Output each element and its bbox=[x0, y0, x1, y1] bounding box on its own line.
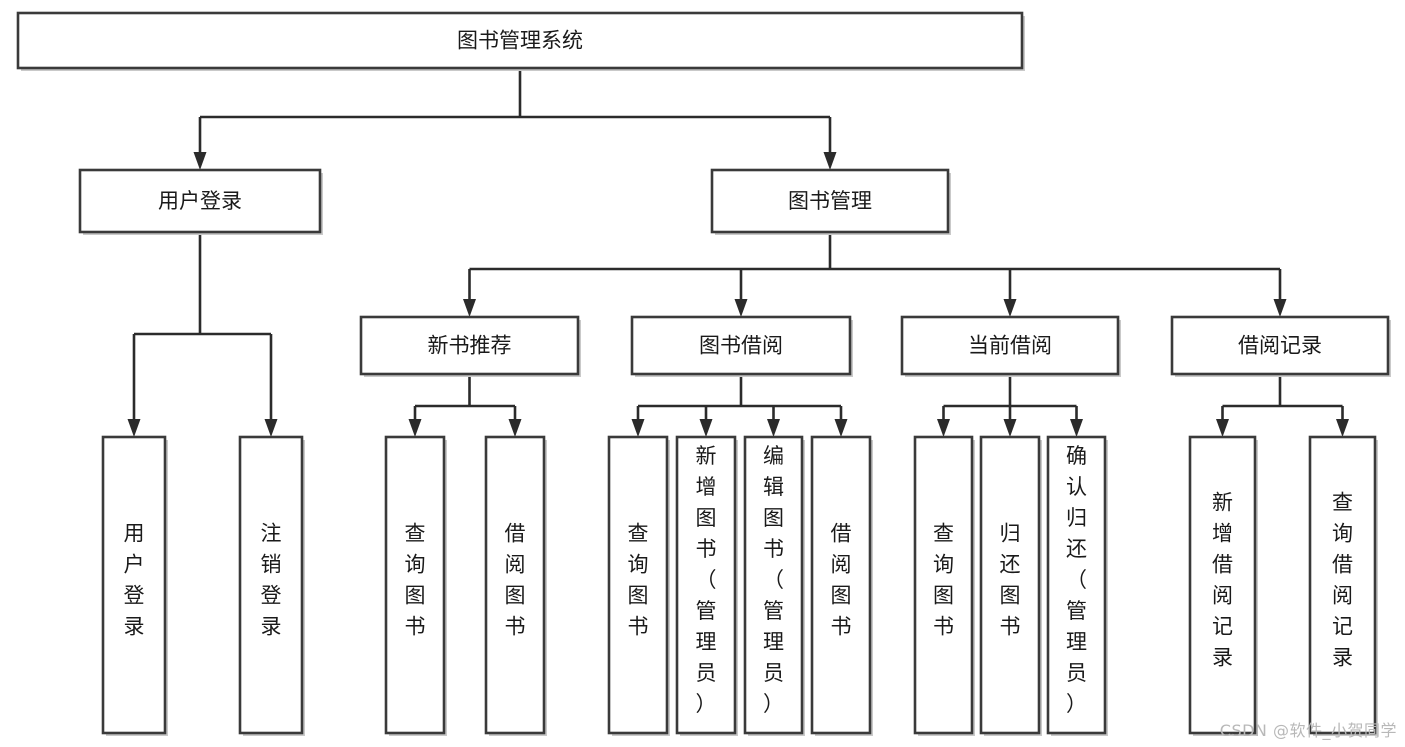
node-leaf-borrow-book-b-label: 借阅图书 bbox=[831, 522, 852, 639]
csdn-watermark: CSDN @软件_小贺同学 bbox=[1219, 721, 1397, 740]
node-leaf-borrow-book-b[interactable] bbox=[810, 435, 872, 735]
node-leaf-query-book-c-label: 查询图书 bbox=[933, 522, 954, 639]
node-leaf-query-book-b-label: 查询图书 bbox=[628, 522, 649, 639]
node-leaf-query-borrow-record[interactable] bbox=[1308, 435, 1377, 735]
node-leaf-add-book-admin[interactable] bbox=[675, 435, 737, 735]
node-book-borrow-label: 图书借阅 bbox=[699, 334, 783, 358]
node-leaf-borrow-book-a[interactable] bbox=[484, 435, 546, 735]
node-leaf-return-book[interactable] bbox=[979, 435, 1041, 735]
node-current-borrow[interactable] bbox=[900, 315, 1120, 376]
node-leaf-logout-login[interactable] bbox=[238, 435, 304, 735]
node-borrow-record[interactable] bbox=[1170, 315, 1390, 376]
node-leaf-borrow-book-a-label: 借阅图书 bbox=[505, 522, 526, 639]
node-root-box[interactable] bbox=[16, 11, 1024, 70]
node-new-book-recommend[interactable] bbox=[359, 315, 580, 376]
node-borrow-record-label: 借阅记录 bbox=[1238, 334, 1322, 358]
node-user-login[interactable] bbox=[78, 168, 322, 234]
node-current-borrow-label: 当前借阅 bbox=[968, 334, 1052, 358]
node-leaf-edit-book-admin-label: 编辑图书（管理员） bbox=[763, 444, 784, 716]
node-leaf-return-book-label: 归还图书 bbox=[1000, 522, 1021, 639]
node-book-manage-label: 图书管理 bbox=[788, 189, 872, 213]
node-leaf-user-login[interactable] bbox=[101, 435, 167, 735]
node-leaf-confirm-return-admin[interactable] bbox=[1046, 435, 1107, 735]
node-leaf-add-borrow-record-label: 新增借阅记录 bbox=[1212, 491, 1233, 670]
node-leaf-logout-login-label: 注销登录 bbox=[261, 522, 282, 639]
node-leaf-query-book-a[interactable] bbox=[384, 435, 446, 735]
node-book-manage[interactable] bbox=[710, 168, 950, 234]
node-user-login-label: 用户登录 bbox=[158, 189, 242, 213]
node-leaf-query-book-b[interactable] bbox=[607, 435, 669, 735]
node-leaf-query-borrow-record-label: 查询借阅记录 bbox=[1332, 491, 1353, 670]
node-leaf-add-book-admin-label: 新增图书（管理员） bbox=[696, 444, 717, 716]
node-leaf-add-borrow-record[interactable] bbox=[1188, 435, 1257, 735]
node-book-borrow[interactable] bbox=[630, 315, 852, 376]
node-leaf-confirm-return-admin-label: 确认归还（管理员） bbox=[1066, 444, 1087, 716]
node-new-book-recommend-label: 新书推荐 bbox=[428, 334, 512, 358]
node-leaf-user-login-label: 用户登录 bbox=[124, 522, 145, 639]
node-leaf-query-book-a-label: 查询图书 bbox=[405, 522, 426, 639]
node-root-label: 图书管理系统 bbox=[457, 29, 583, 53]
node-layer: 图书管理系统用户登录图书管理新书推荐图书借阅当前借阅借阅记录用户登录注销登录查询… bbox=[16, 11, 1391, 736]
node-leaf-query-book-c[interactable] bbox=[913, 435, 974, 735]
node-leaf-edit-book-admin[interactable] bbox=[743, 435, 804, 735]
connector-layer bbox=[127, 68, 1349, 437]
